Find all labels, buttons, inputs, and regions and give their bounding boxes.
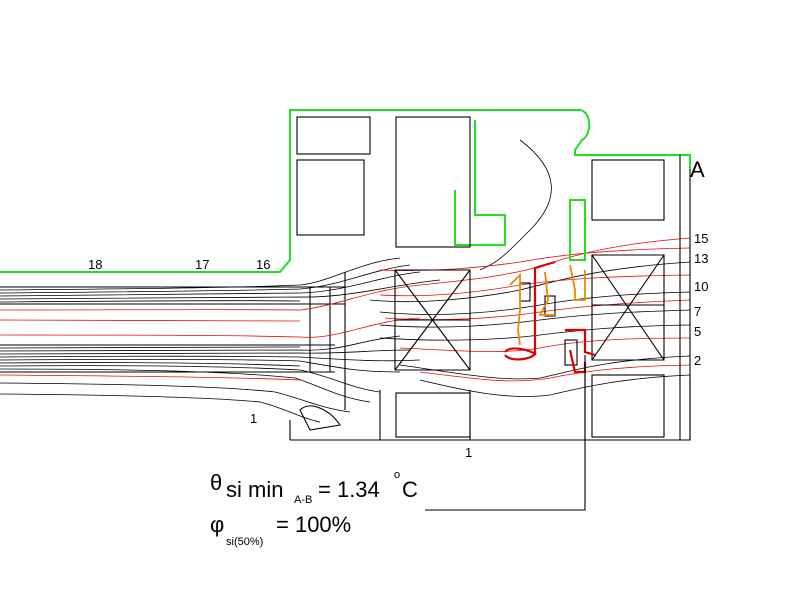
label-bottom-left-1: 1 xyxy=(250,411,257,426)
phi-symbol: φ xyxy=(210,512,224,537)
phi-value: = 100% xyxy=(276,512,351,537)
theta-unit: C xyxy=(402,477,418,502)
label-right-5: 5 xyxy=(694,324,701,339)
label-right-7: 7 xyxy=(694,304,701,319)
leader-lines xyxy=(425,355,586,511)
theta-degree: o xyxy=(394,469,400,481)
label-top-16: 16 xyxy=(256,257,270,272)
phi-subscript: si(50%) xyxy=(226,536,263,548)
point-a-label: A xyxy=(690,157,705,182)
glazing-unit xyxy=(0,272,346,410)
label-right-2: 2 xyxy=(694,353,701,368)
label-top-18: 18 xyxy=(88,257,102,272)
frame-profiles xyxy=(289,116,691,441)
formula-phi: φ si(50%) = 100% xyxy=(210,512,351,548)
critical-isotherms xyxy=(504,260,596,374)
theta-subscript: A-B xyxy=(294,494,312,506)
label-right-10: 10 xyxy=(694,279,708,294)
isotherms-black xyxy=(0,139,691,423)
label-right-13: 13 xyxy=(694,251,708,266)
formula-theta: θ si min A-B = 1.34 o C xyxy=(210,469,418,506)
theta-symbol: θ xyxy=(210,470,222,495)
theta-text: si min xyxy=(226,477,283,502)
label-top-17: 17 xyxy=(195,257,209,272)
label-bottom-center-1: 1 xyxy=(465,445,472,460)
theta-value: = 1.34 xyxy=(318,477,380,502)
label-right-15: 15 xyxy=(694,231,708,246)
cold-boundary xyxy=(0,109,691,273)
